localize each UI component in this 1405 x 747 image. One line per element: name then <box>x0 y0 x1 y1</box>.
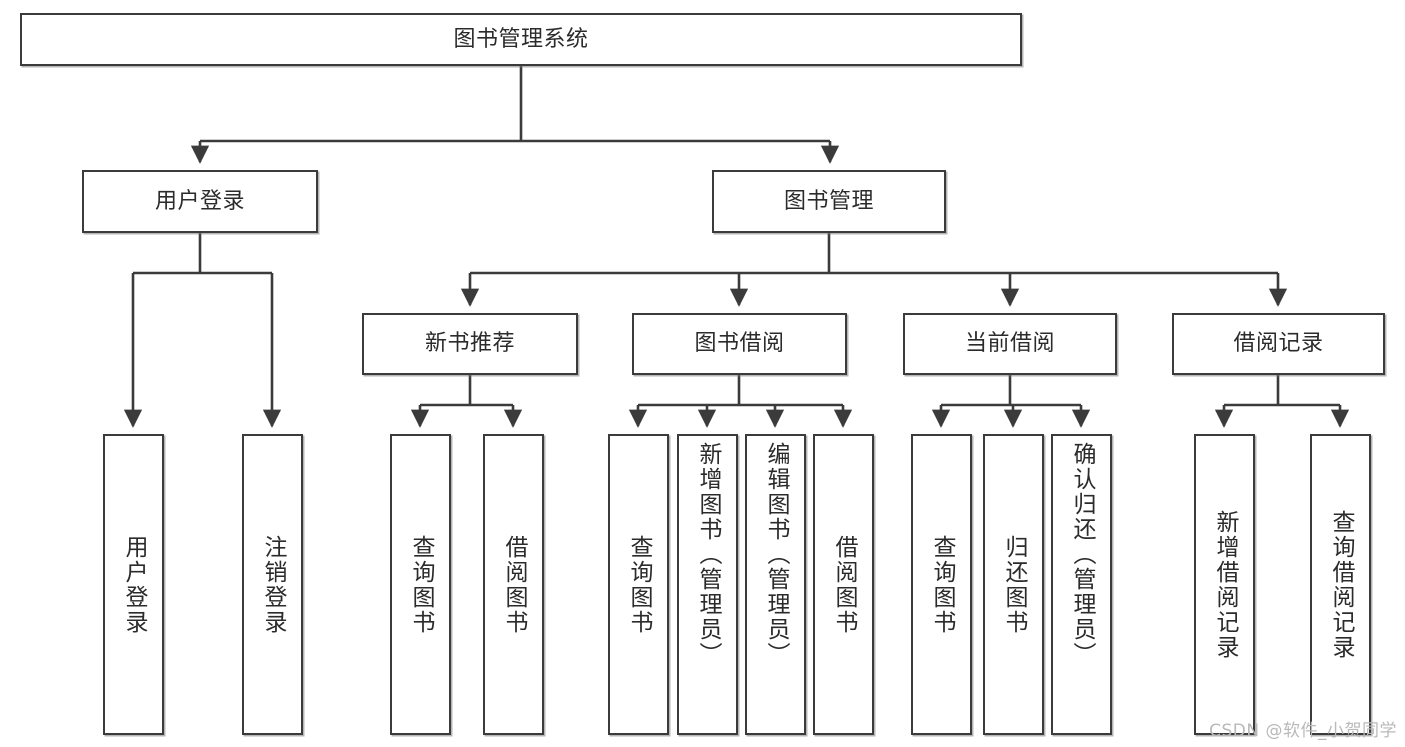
node-leaf-query-book-recommend[interactable]: 查询图书 <box>390 434 451 735</box>
node-leaf-borrow-book[interactable]: 借阅图书 <box>813 434 874 735</box>
node-leaf-user-logout[interactable]: 注销登录 <box>242 434 303 735</box>
node-leaf-edit-book-admin[interactable]: 编辑图书（管理员） <box>745 434 806 735</box>
node-leaf-add-book-admin[interactable]: 新增图书（管理员） <box>677 434 738 735</box>
node-user-login[interactable]: 用户登录 <box>82 170 318 233</box>
node-leaf-confirm-return-admin[interactable]: 确认归还（管理员） <box>1051 434 1112 735</box>
node-label-user-login: 用户登录 <box>154 188 245 214</box>
node-leaf-query-book-borrow[interactable]: 查询图书 <box>608 434 669 735</box>
node-label-root: 图书管理系统 <box>453 26 589 52</box>
node-leaf-query-book-current[interactable]: 查询图书 <box>911 434 972 735</box>
node-borrow-record[interactable]: 借阅记录 <box>1172 313 1385 375</box>
node-label-leaf-borrow-book: 借阅图书 <box>831 534 857 635</box>
node-label-leaf-add-book-admin: 新增图书（管理员） <box>695 442 721 667</box>
node-leaf-add-borrow-record[interactable]: 新增借阅记录 <box>1194 434 1255 735</box>
node-book-borrow[interactable]: 图书借阅 <box>632 313 847 375</box>
node-root[interactable]: 图书管理系统 <box>20 13 1022 66</box>
node-label-current-borrow: 当前借阅 <box>964 331 1055 357</box>
node-label-leaf-return-book: 归还图书 <box>1001 534 1027 635</box>
watermark-csdn: CSDN @软件_小贺同学 <box>1209 721 1397 741</box>
node-label-book-manage: 图书管理 <box>783 188 874 214</box>
node-label-leaf-query-book-current: 查询图书 <box>929 534 955 635</box>
node-label-leaf-user-logout: 注销登录 <box>260 534 286 635</box>
node-label-borrow-record: 借阅记录 <box>1233 331 1324 357</box>
node-label-leaf-query-book-recommend: 查询图书 <box>408 534 434 635</box>
node-new-book-recommend[interactable]: 新书推荐 <box>362 313 578 375</box>
node-label-leaf-add-borrow-record: 新增借阅记录 <box>1212 509 1238 660</box>
node-label-book-borrow: 图书借阅 <box>694 331 785 357</box>
node-label-leaf-user-login: 用户登录 <box>121 534 147 635</box>
node-label-leaf-confirm-return-admin: 确认归还（管理员） <box>1069 442 1095 667</box>
node-label-new-book-recommend: 新书推荐 <box>424 331 515 357</box>
node-leaf-return-book[interactable]: 归还图书 <box>983 434 1044 735</box>
node-leaf-query-borrow-record[interactable]: 查询借阅记录 <box>1310 434 1371 735</box>
node-book-manage[interactable]: 图书管理 <box>712 170 946 233</box>
node-label-leaf-edit-book-admin: 编辑图书（管理员） <box>763 442 789 667</box>
node-leaf-borrow-book-recommend[interactable]: 借阅图书 <box>483 434 544 735</box>
node-label-leaf-query-book-borrow: 查询图书 <box>626 534 652 635</box>
node-label-leaf-borrow-book-recommend: 借阅图书 <box>501 534 527 635</box>
node-current-borrow[interactable]: 当前借阅 <box>903 313 1117 375</box>
node-label-leaf-query-borrow-record: 查询借阅记录 <box>1328 509 1354 660</box>
node-leaf-user-login[interactable]: 用户登录 <box>103 434 164 735</box>
